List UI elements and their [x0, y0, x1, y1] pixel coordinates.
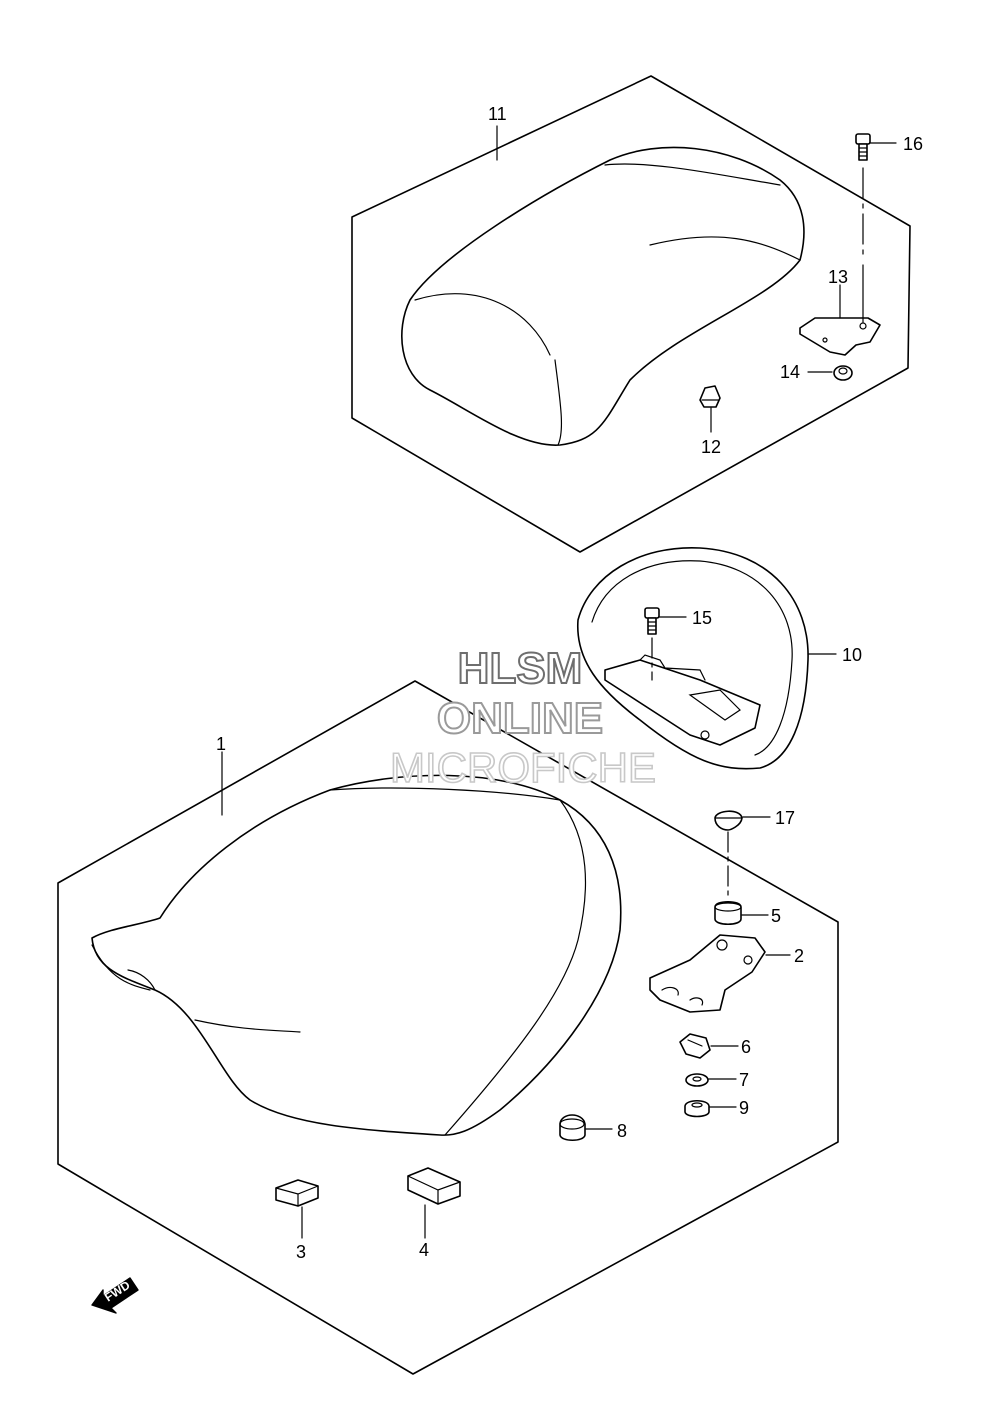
bolt-part-16[interactable]: [855, 133, 871, 161]
callout-2: 2: [794, 946, 804, 966]
callout-17: 17: [775, 808, 795, 828]
callout-8: 8: [617, 1121, 627, 1141]
watermark: HLSM ONLINE MICROFICHE: [389, 643, 657, 792]
bolt-part-15[interactable]: [644, 607, 660, 635]
watermark-line-2: ONLINE: [437, 694, 603, 743]
cushion-part-5[interactable]: [714, 900, 742, 926]
watermark-line-1: HLSM: [458, 644, 583, 693]
watermark-line-3: MICROFICHE: [390, 744, 656, 791]
clip-part-6[interactable]: [679, 1033, 711, 1059]
callout-5: 5: [771, 906, 781, 926]
fwd-arrow-icon: FWD: [91, 1277, 139, 1314]
callout-4: 4: [419, 1240, 429, 1260]
washer-part-7[interactable]: [685, 1073, 709, 1087]
callout-16: 16: [903, 134, 923, 154]
callout-10: 10: [842, 645, 862, 665]
grommet-part-12[interactable]: [699, 385, 721, 408]
callout-12: 12: [701, 437, 721, 457]
callout-14: 14: [780, 362, 800, 382]
front-seat-cushion[interactable]: [91, 774, 622, 1136]
pad-part-3[interactable]: [275, 1179, 319, 1207]
callout-9: 9: [739, 1098, 749, 1118]
rear-seat-cushion[interactable]: [401, 146, 805, 446]
front-seat-group-outline: [57, 680, 839, 1375]
callout-3: 3: [296, 1242, 306, 1262]
nut-part-9[interactable]: [684, 1099, 710, 1118]
nut-part-14[interactable]: [833, 365, 853, 381]
backrest-part-10[interactable]: [577, 547, 809, 770]
callout-15: 15: [692, 608, 712, 628]
callout-7: 7: [739, 1070, 749, 1090]
cap-part-17[interactable]: [714, 810, 743, 831]
callout-1: 1: [216, 734, 226, 754]
callout-11: 11: [488, 104, 507, 124]
bracket-part-13[interactable]: [799, 317, 881, 356]
damper-part-8[interactable]: [559, 1114, 586, 1142]
rear-seat-group-outline: [351, 75, 911, 553]
callout-13: 13: [828, 267, 848, 287]
callout-6: 6: [741, 1037, 751, 1057]
bracket-part-2[interactable]: [649, 934, 766, 1013]
pad-part-4[interactable]: [407, 1167, 461, 1205]
